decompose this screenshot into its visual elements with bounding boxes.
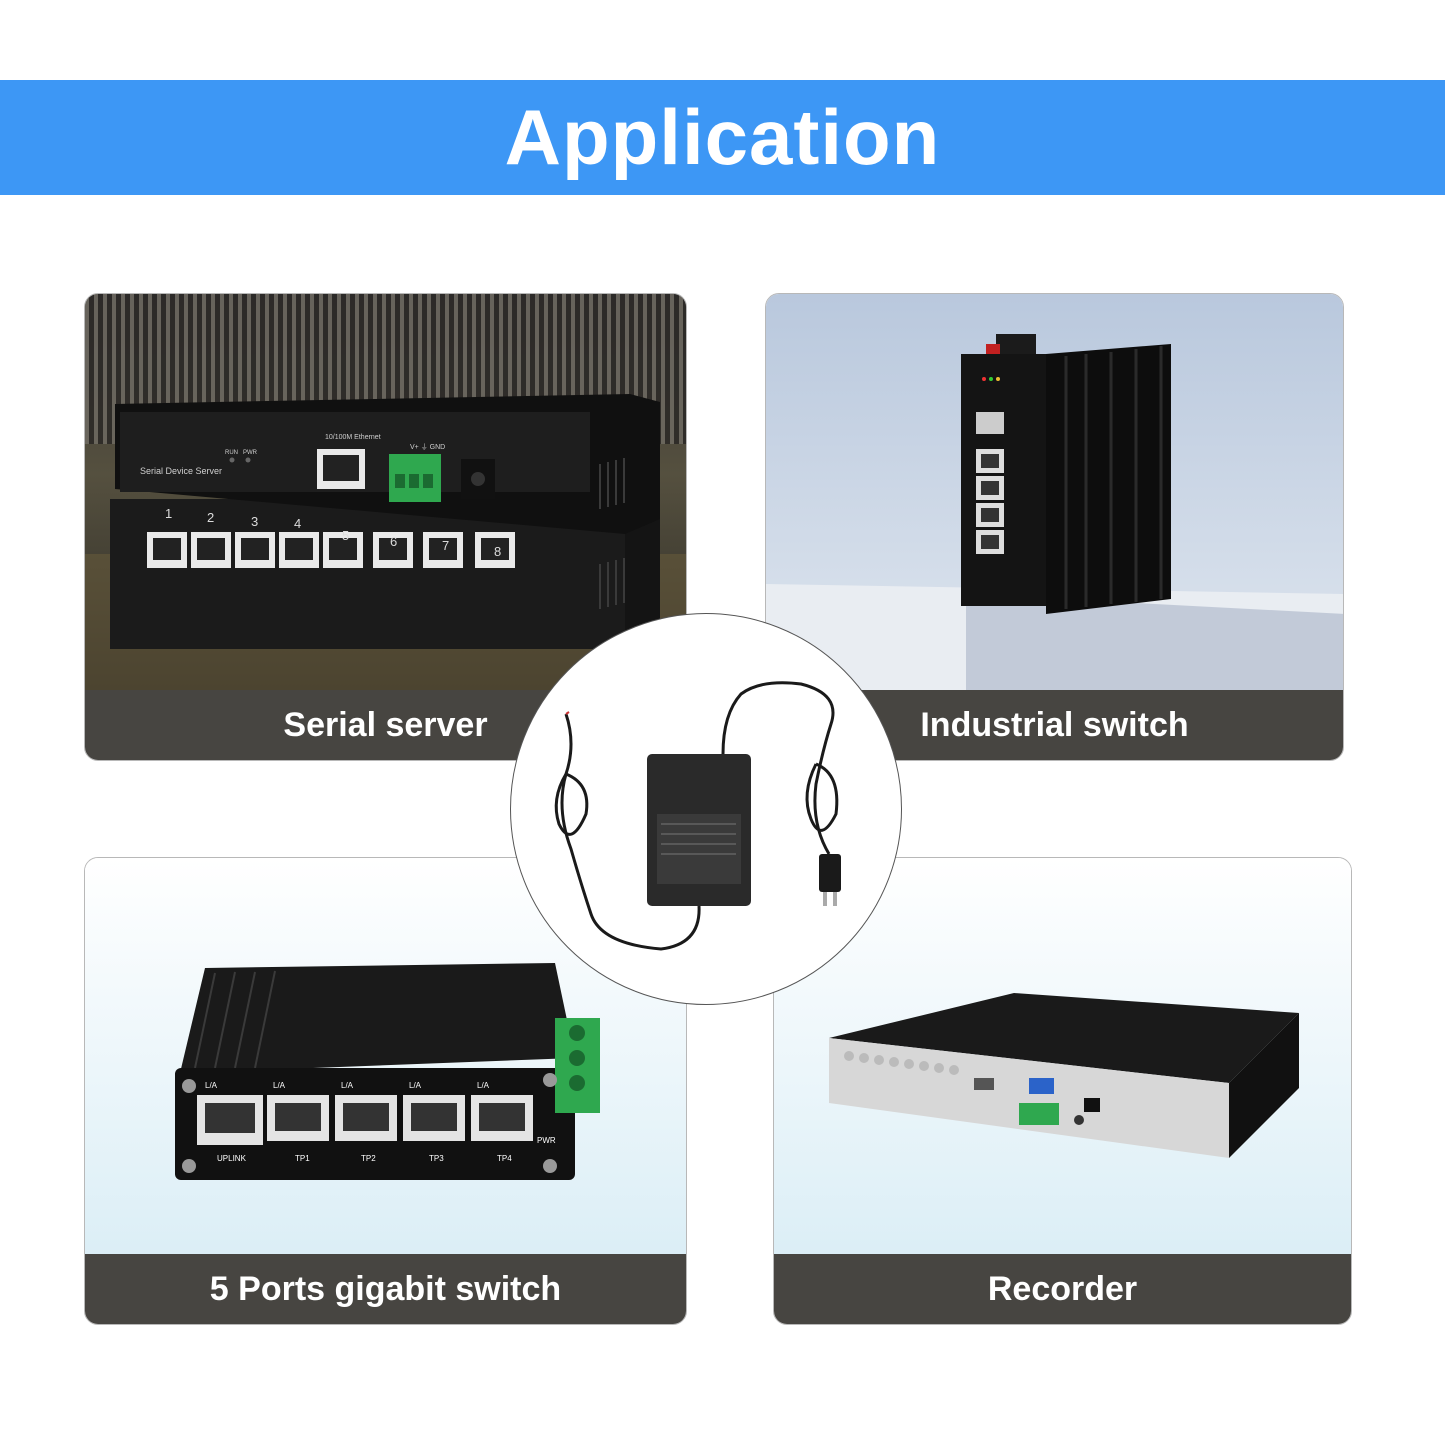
card-recorder: Recorder — [773, 857, 1352, 1325]
serial-server-image: 1 2 3 4 5 6 7 8 Serial Device Server RUN… — [85, 294, 686, 694]
port-number: 3 — [251, 514, 258, 529]
led-label: L/A — [273, 1081, 286, 1090]
power-adapter-circle — [510, 613, 902, 1005]
port-number: 8 — [494, 544, 501, 559]
port-label: TP3 — [429, 1154, 444, 1163]
port-label: UPLINK — [217, 1154, 247, 1163]
page-title: Application — [504, 93, 941, 181]
power-adapter-icon — [554, 681, 841, 951]
port-number: 5 — [342, 528, 349, 543]
ethernet-label: 10/100M Ethernet — [325, 434, 381, 441]
header-banner: Application — [0, 80, 1445, 195]
port-label: TP4 — [497, 1154, 512, 1163]
led-label: L/A — [409, 1081, 422, 1090]
port-label: TP2 — [361, 1154, 376, 1163]
card-5-port-switch: L/A L/A L/A L/A L/A UPLINK TP1 TP2 TP3 T… — [84, 857, 687, 1325]
port-label: TP1 — [295, 1154, 310, 1163]
port-number: 4 — [294, 516, 301, 531]
port-number: 7 — [442, 538, 449, 553]
card-label: Industrial switch — [920, 705, 1189, 744]
industrial-switch-image — [766, 294, 1343, 694]
run-label: RUN — [225, 450, 238, 456]
five-port-switch-image: L/A L/A L/A L/A L/A UPLINK TP1 TP2 TP3 T… — [85, 858, 686, 1258]
led-label: L/A — [205, 1081, 218, 1090]
recorder-image — [774, 858, 1351, 1258]
card-label-bar: Recorder — [774, 1254, 1351, 1324]
card-label: Serial server — [283, 705, 488, 744]
led-label: L/A — [341, 1081, 354, 1090]
port-number: 1 — [165, 506, 172, 521]
port-number: 2 — [207, 510, 214, 525]
pwr-label: PWR — [243, 450, 258, 456]
card-label-bar: 5 Ports gigabit switch — [85, 1254, 686, 1324]
card-label: 5 Ports gigabit switch — [209, 1269, 562, 1308]
card-label: Recorder — [987, 1269, 1138, 1308]
port-number: 6 — [390, 534, 397, 549]
device-model-label: Serial Device Server — [140, 466, 222, 476]
led-label: L/A — [477, 1081, 490, 1090]
pwr-label: PWR — [537, 1136, 556, 1145]
power-terminal-label: V+ ⏚ GND — [410, 443, 445, 451]
